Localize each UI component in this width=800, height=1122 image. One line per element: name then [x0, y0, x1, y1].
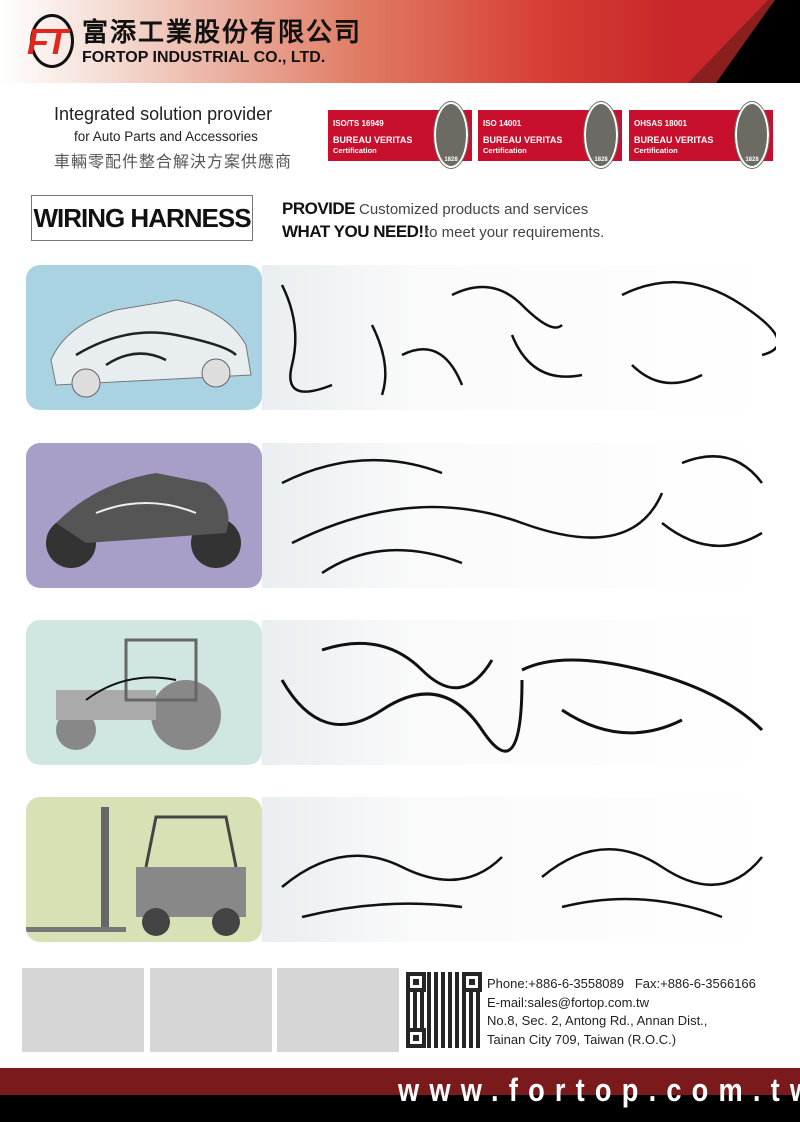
email: E-mail:sales@fortop.com.tw — [487, 994, 650, 1010]
motorcycle-harness-products — [262, 443, 776, 588]
tractor-harness-products — [262, 620, 776, 765]
qr-code-icon — [406, 972, 482, 1048]
slogan-provide: PROVIDE — [282, 199, 356, 218]
forklift-harness-products — [262, 797, 776, 942]
tagline-main: Integrated solution provider — [54, 104, 273, 124]
wiring-harness-image — [281, 848, 763, 919]
website-url: www.fortop.com.tw — [398, 1072, 800, 1108]
cert-label: Certification — [483, 146, 527, 155]
company-name-en: FORTOP INDUSTRIAL CO., LTD. — [82, 49, 326, 66]
slogan-need: WHAT YOU NEED!! — [282, 222, 429, 241]
slogan-provide-text: Customized products and services — [359, 201, 589, 218]
cert-body: BUREAU VERITAS — [634, 135, 714, 145]
section-car — [26, 265, 776, 410]
forklift-image — [26, 797, 262, 942]
cert-body: BUREAU VERITAS — [483, 135, 563, 145]
bureau-veritas-seal-icon: 1828 — [433, 101, 469, 169]
section-forklift — [26, 797, 776, 942]
contact-info: Phone:+886-6-3558089 Fax:+886-6-3566166 … — [487, 975, 756, 1049]
motorcycle-image — [26, 443, 262, 588]
fax: Fax:+886-6-3566166 — [634, 976, 756, 991]
bureau-veritas-seal-icon: 1828 — [734, 101, 770, 169]
cert-label: Certification — [333, 146, 377, 155]
footer-banner: www.fortop.com.tw — [0, 1068, 800, 1122]
address-line1: No.8, Sec. 2, Antong Rd., Annan Dist., — [487, 1013, 708, 1028]
motorcycle-icon — [46, 473, 241, 568]
cert-badge: ISO/TS 16949 BUREAU VERITAS Certificatio… — [328, 101, 472, 169]
wiring-harness-image — [281, 455, 763, 575]
cable-assemblies-photo — [277, 968, 399, 1052]
bureau-veritas-seal-icon: 1828 — [583, 101, 619, 169]
tractor-icon — [56, 638, 221, 750]
section-motorcycle — [26, 443, 776, 588]
cert-standard: ISO/TS 16949 — [333, 119, 384, 128]
slogan-need-text: to meet your requirements. — [425, 224, 605, 241]
tagline-cn: 車輛零配件整合解決方案供應商 — [54, 152, 293, 171]
tagline-sub: for Auto Parts and Accessories — [74, 129, 258, 144]
header-banner: FT 富添工業股份有限公司 FORTOP INDUSTRIAL CO., LTD… — [0, 0, 800, 83]
connectors-photo — [22, 968, 144, 1052]
section-tractor — [26, 620, 776, 765]
cert-standard: ISO 14001 — [483, 119, 522, 128]
phone: Phone:+886-6-3558089 — [487, 976, 624, 991]
forklift-icon — [26, 807, 246, 936]
car-harness-products — [262, 265, 776, 410]
car-outline-icon — [50, 299, 252, 398]
cert-badge: OHSAS 18001 BUREAU VERITAS Certification… — [629, 101, 773, 169]
cert-badge: ISO 14001 BUREAU VERITAS Certification 1… — [478, 101, 622, 169]
cert-label: Certification — [634, 146, 678, 155]
company-logo: FT — [27, 14, 74, 68]
company-name-cn: 富添工業股份有限公司 — [82, 18, 363, 48]
address-line2: Tainan City 709, Taiwan (R.O.C.) — [487, 1031, 677, 1047]
cert-standard: OHSAS 18001 — [634, 119, 687, 128]
tractor-image — [26, 620, 262, 765]
terminals-photo — [150, 968, 272, 1052]
wiring-harness-image — [280, 280, 776, 396]
car-image — [26, 265, 262, 410]
wiring-harness-image — [280, 641, 764, 753]
product-title: WIRING HARNESS — [31, 195, 253, 241]
cert-body: BUREAU VERITAS — [333, 135, 413, 145]
